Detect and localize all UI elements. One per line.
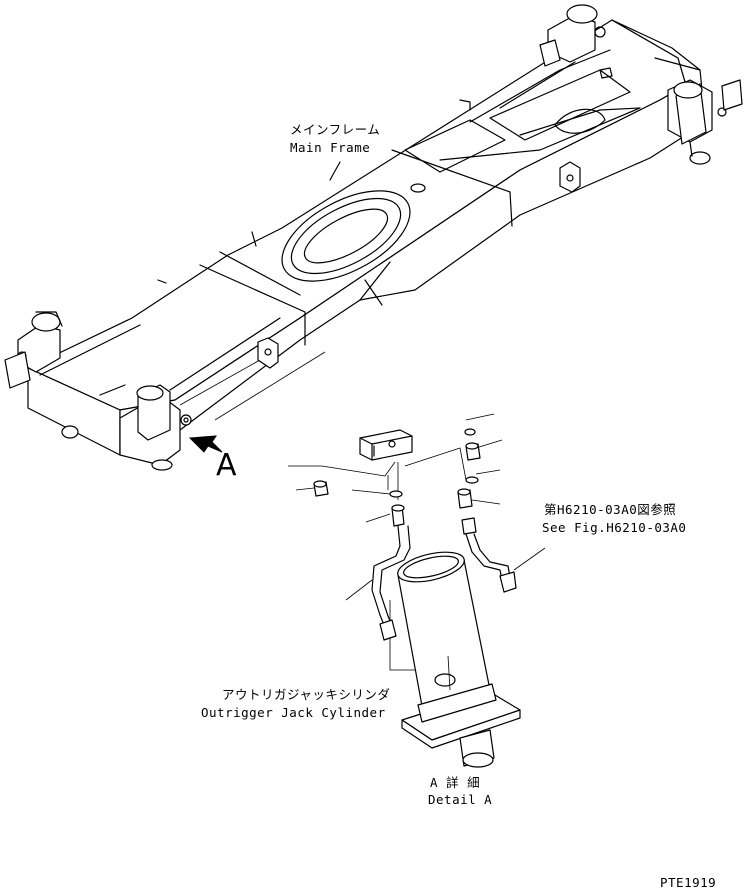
figure-id: PTE1919 [660,875,717,890]
cylinder-label-en: Outrigger Jack Cylinder [201,705,386,720]
main-frame-label-jp: メインフレーム [290,122,381,137]
view-marker-label: A [216,448,237,483]
main-frame-drawing [4,4,743,471]
detail-label-en: Detail A [428,792,493,807]
detail-a-drawing [288,413,546,768]
reference-label-jp: 第H6210-03A0図参照 [544,502,677,517]
view-arrow-a [188,435,223,453]
reference-label-en: See Fig.H6210-03A0 [542,520,687,535]
detail-label-jp: A 詳 細 [430,775,481,790]
cylinder-label-jp: アウトリガジャッキシリンダ [222,687,391,702]
main-frame-label-en: Main Frame [290,140,371,155]
